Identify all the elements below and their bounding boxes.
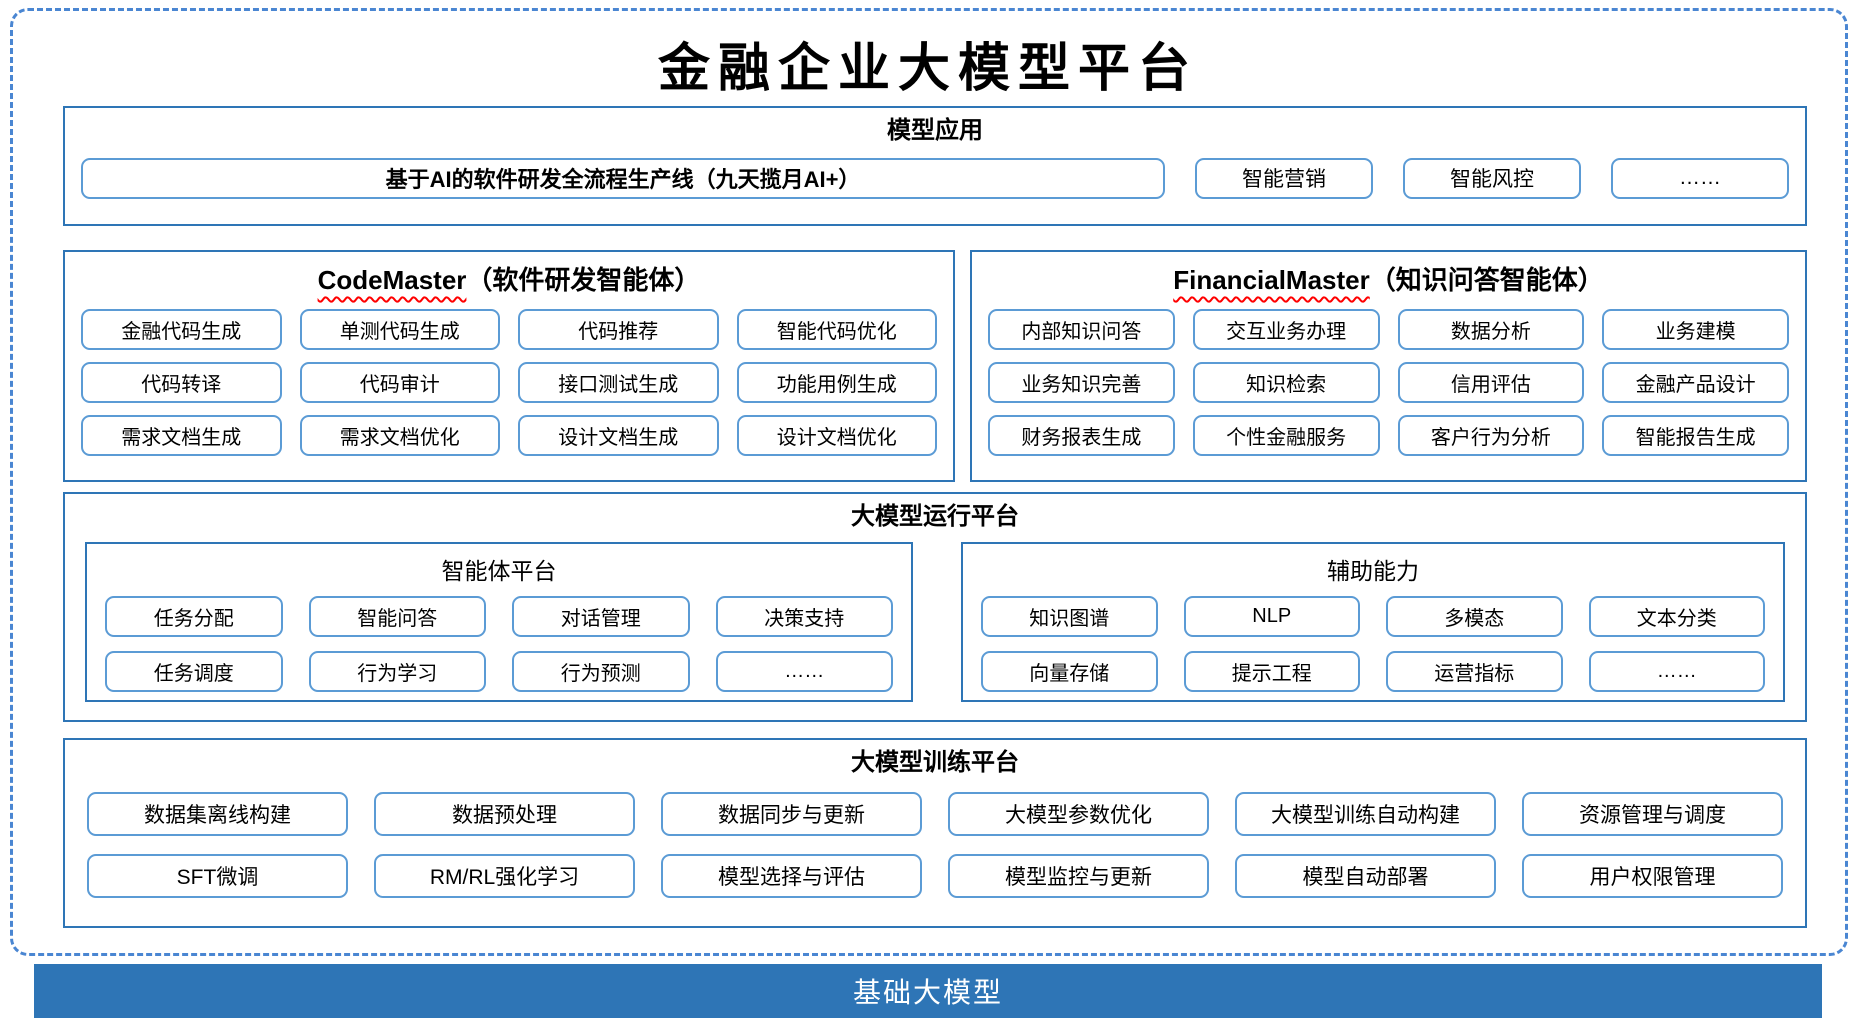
capability-box: 数据同步与更新 (661, 791, 922, 836)
application-box: 智能风控 (1403, 157, 1581, 199)
codemaster-capability-grid: 金融代码生成单测代码生成代码推荐智能代码优化代码转译代码审计接口测试生成功能用例… (65, 297, 953, 456)
capability-box: 单测代码生成 (299, 309, 500, 350)
section-title-training-platform: 大模型训练平台 (851, 749, 1019, 776)
agent-subtitle-codemaster: （软件研发智能体） (466, 265, 701, 295)
capability-box: 资源管理与调度 (1522, 791, 1783, 836)
capability-box: SFT微调 (87, 853, 348, 898)
capability-box: 向量存储 (981, 650, 1158, 692)
capability-box: 内部知识问答 (988, 309, 1175, 350)
capability-box: 数据预处理 (374, 791, 635, 836)
section-codemaster-agent: CodeMaster（软件研发智能体） 金融代码生成单测代码生成代码推荐智能代码… (63, 250, 955, 482)
capability-box: 代码审计 (299, 362, 500, 403)
capability-box: 行为学习 (308, 650, 486, 692)
capability-box: 决策支持 (715, 595, 893, 637)
subsection-title-agent-platform: 智能体平台 (441, 557, 557, 584)
capability-box: 智能问答 (308, 595, 486, 637)
capability-box: 数据集离线构建 (87, 791, 348, 836)
capability-box: 设计文档生成 (518, 415, 719, 456)
capability-box: 设计文档优化 (736, 415, 937, 456)
capability-box: 提示工程 (1183, 650, 1360, 692)
section-model-applications: 模型应用 基于AI的软件研发全流程生产线（九天揽月AI+） 智能营销智能风控 …… (63, 106, 1807, 226)
capability-box: 模型监控与更新 (948, 853, 1209, 898)
capability-box: 任务调度 (105, 650, 283, 692)
base-model-bar: 基础大模型 (34, 964, 1822, 1018)
auxiliary-capability-grid: 知识图谱 NLP 多模态文本分类向量存储提示工程运营指标 …… (963, 586, 1783, 692)
runtime-columns: 智能体平台 任务分配智能问答对话管理决策支持任务调度行为学习行为预测 …… 辅助能… (65, 532, 1805, 702)
model-applications-row: 基于AI的软件研发全流程生产线（九天揽月AI+） 智能营销智能风控 …… (65, 146, 1805, 199)
section-financialmaster-agent: FinancialMaster（知识问答智能体） 内部知识问答交互业务办理数据分… (970, 250, 1807, 482)
pipeline-box: 基于AI的软件研发全流程生产线（九天揽月AI+） (81, 157, 1165, 199)
capability-box: 模型选择与评估 (661, 853, 922, 898)
section-title-codemaster: CodeMaster（软件研发智能体） (65, 252, 953, 297)
capability-box: 运营指标 (1386, 650, 1563, 692)
capability-box: 交互业务办理 (1192, 309, 1380, 350)
capability-box: 智能报告生成 (1602, 415, 1789, 456)
agent-name-codemaster: CodeMaster (317, 265, 467, 295)
section-training-platform: 大模型训练平台 数据集离线构建数据预处理数据同步与更新大模型参数优化大模型训练自… (63, 738, 1807, 928)
training-capability-grid: 数据集离线构建数据预处理数据同步与更新大模型参数优化大模型训练自动构建资源管理与… (65, 778, 1805, 898)
section-title-model-applications: 模型应用 (887, 117, 983, 144)
capability-box: NLP (1183, 595, 1360, 637)
capability-box: …… (1588, 650, 1765, 692)
application-box: 智能营销 (1195, 157, 1373, 199)
agent-platform-grid: 任务分配智能问答对话管理决策支持任务调度行为学习行为预测 …… (87, 586, 911, 692)
capability-box: 知识图谱 (981, 595, 1158, 637)
capability-box: 金融产品设计 (1602, 362, 1789, 403)
capability-box: 金融代码生成 (81, 309, 282, 350)
capability-box: 模型自动部署 (1235, 853, 1496, 898)
page-title: 金融企业大模型平台 (657, 41, 1198, 98)
capability-box: 接口测试生成 (518, 362, 719, 403)
capability-box: 任务分配 (105, 595, 283, 637)
capability-box: 客户行为分析 (1397, 415, 1585, 456)
capability-box: 知识检索 (1192, 362, 1380, 403)
section-runtime-platform: 大模型运行平台 智能体平台 任务分配智能问答对话管理决策支持任务调度行为学习行为… (63, 492, 1807, 722)
capability-box: 个性金融服务 (1192, 415, 1380, 456)
capability-box: 功能用例生成 (736, 362, 937, 403)
capability-box: 用户权限管理 (1522, 853, 1783, 898)
capability-box: 财务报表生成 (988, 415, 1175, 456)
capability-box: 业务建模 (1602, 309, 1789, 350)
capability-box: 需求文档优化 (299, 415, 500, 456)
capability-box: 文本分类 (1588, 595, 1765, 637)
capability-box: 大模型训练自动构建 (1235, 791, 1496, 836)
agent-name-financialmaster: FinancialMaster (1173, 265, 1370, 295)
application-box: …… (1611, 157, 1789, 199)
capability-box: …… (715, 650, 893, 692)
financialmaster-capability-grid: 内部知识问答交互业务办理数据分析业务建模业务知识完善知识检索信用评估金融产品设计… (972, 297, 1805, 456)
capability-box: 大模型参数优化 (948, 791, 1209, 836)
capability-box: 代码推荐 (518, 309, 719, 350)
capability-box: RM/RL强化学习 (374, 853, 635, 898)
model-application-items: 智能营销智能风控 …… (1195, 157, 1789, 199)
capability-box: 信用评估 (1397, 362, 1585, 403)
subsection-auxiliary-capabilities: 辅助能力 知识图谱 NLP 多模态文本分类向量存储提示工程运营指标 …… (961, 541, 1785, 702)
capability-box: 数据分析 (1397, 309, 1585, 350)
capability-box: 对话管理 (512, 595, 690, 637)
capability-box: 需求文档生成 (81, 415, 282, 456)
capability-box: 智能代码优化 (736, 309, 937, 350)
subsection-agent-platform: 智能体平台 任务分配智能问答对话管理决策支持任务调度行为学习行为预测 …… (85, 541, 913, 702)
subsection-title-auxiliary: 辅助能力 (1327, 557, 1419, 584)
capability-box: 行为预测 (512, 650, 690, 692)
capability-box: 多模态 (1386, 595, 1563, 637)
agent-subtitle-financialmaster: （知识问答智能体） (1369, 265, 1604, 295)
capability-box: 代码转译 (81, 362, 282, 403)
section-title-financialmaster: FinancialMaster（知识问答智能体） (972, 252, 1805, 297)
capability-box: 业务知识完善 (988, 362, 1175, 403)
section-title-runtime-platform: 大模型运行平台 (851, 503, 1019, 530)
